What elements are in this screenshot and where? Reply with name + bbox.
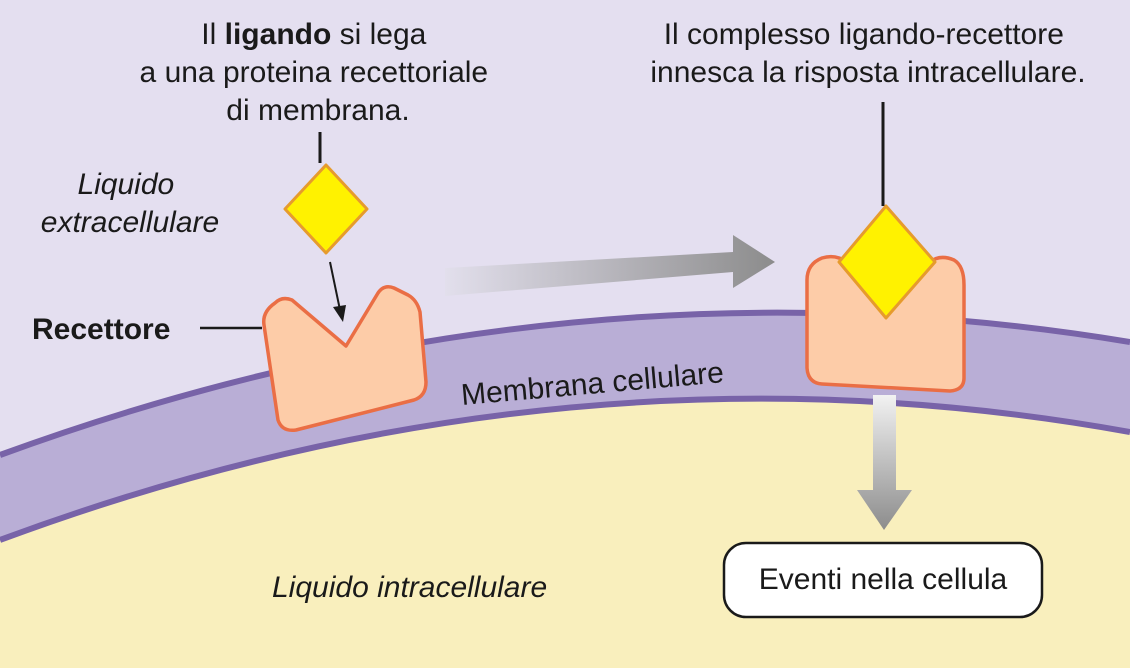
ligand <box>283 163 369 255</box>
events-box <box>722 541 1044 619</box>
binding-arrow-head <box>333 305 346 322</box>
extracellular-label-line2: extracellulare <box>41 206 219 239</box>
step2-line1: Il complesso ligando-recettore <box>664 18 1064 51</box>
step1-line2: a una proteina recettoriale <box>140 56 489 89</box>
events-label: Eventi nella cellula <box>759 563 1008 596</box>
receptor-label: Recettore <box>32 313 170 346</box>
receptor <box>261 285 428 433</box>
step2-caption: Il complesso ligando-recettore innesca l… <box>650 18 1085 89</box>
step2-line2: innesca la risposta intracellulare. <box>650 56 1085 89</box>
transition-arrow <box>445 235 775 296</box>
extracellular-label: Liquido extracellulare <box>41 168 219 239</box>
step1-caption: Il ligando si lega a una proteina recett… <box>140 18 497 127</box>
extracellular-label-line1: Liquido <box>77 168 174 201</box>
step1-line1: Il ligando si lega <box>201 18 426 51</box>
intracellular-label: Liquido intracellulare <box>272 571 547 604</box>
step1-line1-post: si lega <box>331 18 426 51</box>
step1-line3: di membrana. <box>226 94 409 127</box>
binding-arrow-shaft <box>329 261 341 311</box>
step1-line1-pre: Il <box>201 18 224 51</box>
bound-ligand <box>837 204 937 320</box>
ligand-term: ligando <box>225 18 332 51</box>
membrane-inner-edge <box>0 395 1130 543</box>
signal-down-arrow <box>857 395 912 530</box>
